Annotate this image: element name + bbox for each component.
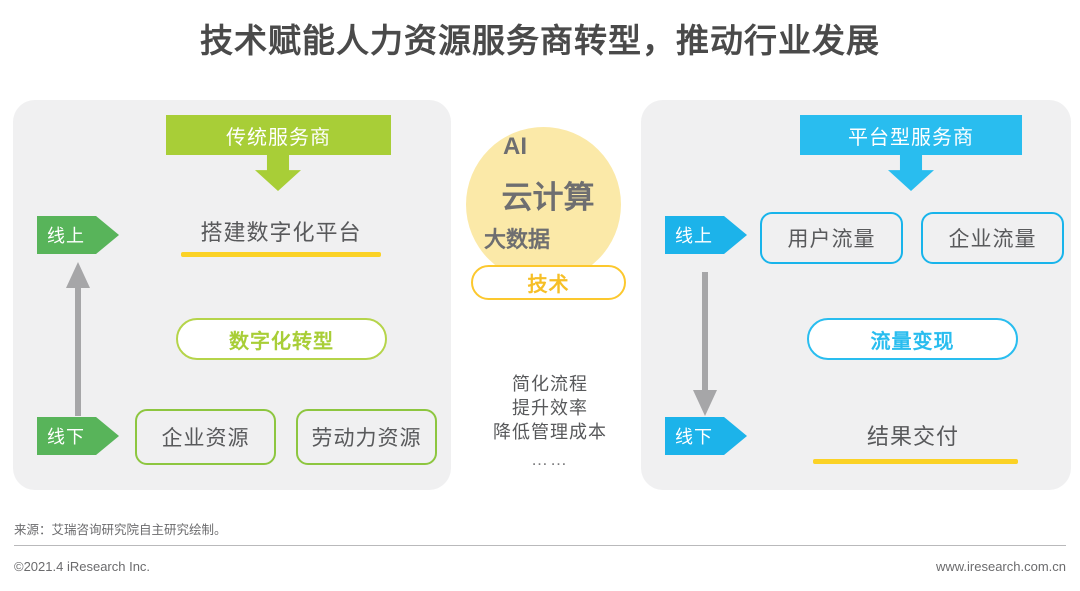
footer-divider (14, 545, 1066, 546)
page-title: 技术赋能人力资源服务商转型，推动行业发展 (200, 22, 880, 59)
center-benefit-0: 简化流程 (512, 374, 588, 394)
center-benefit-1: 提升效率 (512, 398, 588, 418)
circle-item-ai: AI (503, 133, 527, 160)
left-offline-box-1: 劳动力资源 (296, 409, 437, 465)
right-online-box-0: 用户流量 (760, 212, 903, 264)
down-arrow-icon-right (693, 272, 717, 416)
left-online-underline (181, 252, 381, 257)
center-benefit-2: 降低管理成本 (493, 422, 607, 442)
left-transform-pill: 数字化转型 (176, 318, 387, 360)
left-online-label: 搭建数字化平台 (200, 220, 362, 245)
technology-pill: 技术 (471, 265, 626, 300)
right-monetize-pill: 流量变现 (807, 318, 1018, 360)
circle-item-bigdata: 大数据 (483, 227, 550, 252)
left-offline-box-0: 企业资源 (135, 409, 276, 465)
center-ellipsis: …… (531, 450, 569, 469)
technology-circle (466, 127, 621, 282)
circle-item-cloud: 云计算 (501, 180, 595, 215)
right-offline-underline (813, 459, 1018, 464)
right-offline-label: 结果交付 (866, 424, 959, 449)
right-panel-header: 平台型服务商 (800, 115, 1022, 155)
left-panel-header: 传统服务商 (166, 115, 391, 155)
up-arrow-icon-left (66, 262, 90, 416)
copyright-text: ©2021.4 iResearch Inc. (14, 559, 151, 574)
website-link[interactable]: www.iresearch.com.cn (935, 559, 1066, 574)
source-note: 来源：艾瑞咨询研究院自主研究绘制。 (14, 523, 227, 537)
right-online-box-1: 企业流量 (921, 212, 1064, 264)
